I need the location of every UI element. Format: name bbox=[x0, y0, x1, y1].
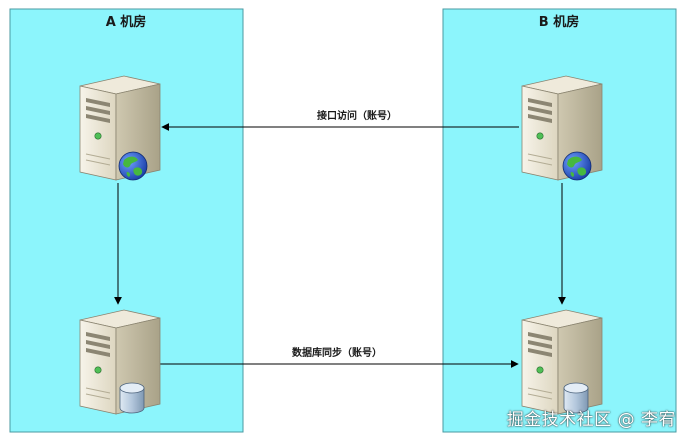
globe-icon bbox=[118, 151, 148, 181]
room-b-web-server-icon bbox=[521, 75, 603, 181]
room-b-database-server-icon bbox=[521, 309, 603, 415]
zone-title-room-a: A 机房 bbox=[106, 14, 147, 30]
room-a-web-server-icon bbox=[79, 75, 161, 181]
zone-title-room-b: B 机房 bbox=[539, 14, 579, 30]
room-a-database-server-icon bbox=[79, 309, 161, 415]
globe-icon bbox=[562, 151, 592, 181]
watermark-text: 掘金技术社区 @ 李宥 bbox=[506, 410, 676, 430]
edge-label-db-sync: 数据库同步（账号） bbox=[292, 346, 382, 359]
edge-label-api-access: 接口访问（账号） bbox=[317, 109, 397, 122]
database-disk-icon bbox=[119, 382, 145, 414]
